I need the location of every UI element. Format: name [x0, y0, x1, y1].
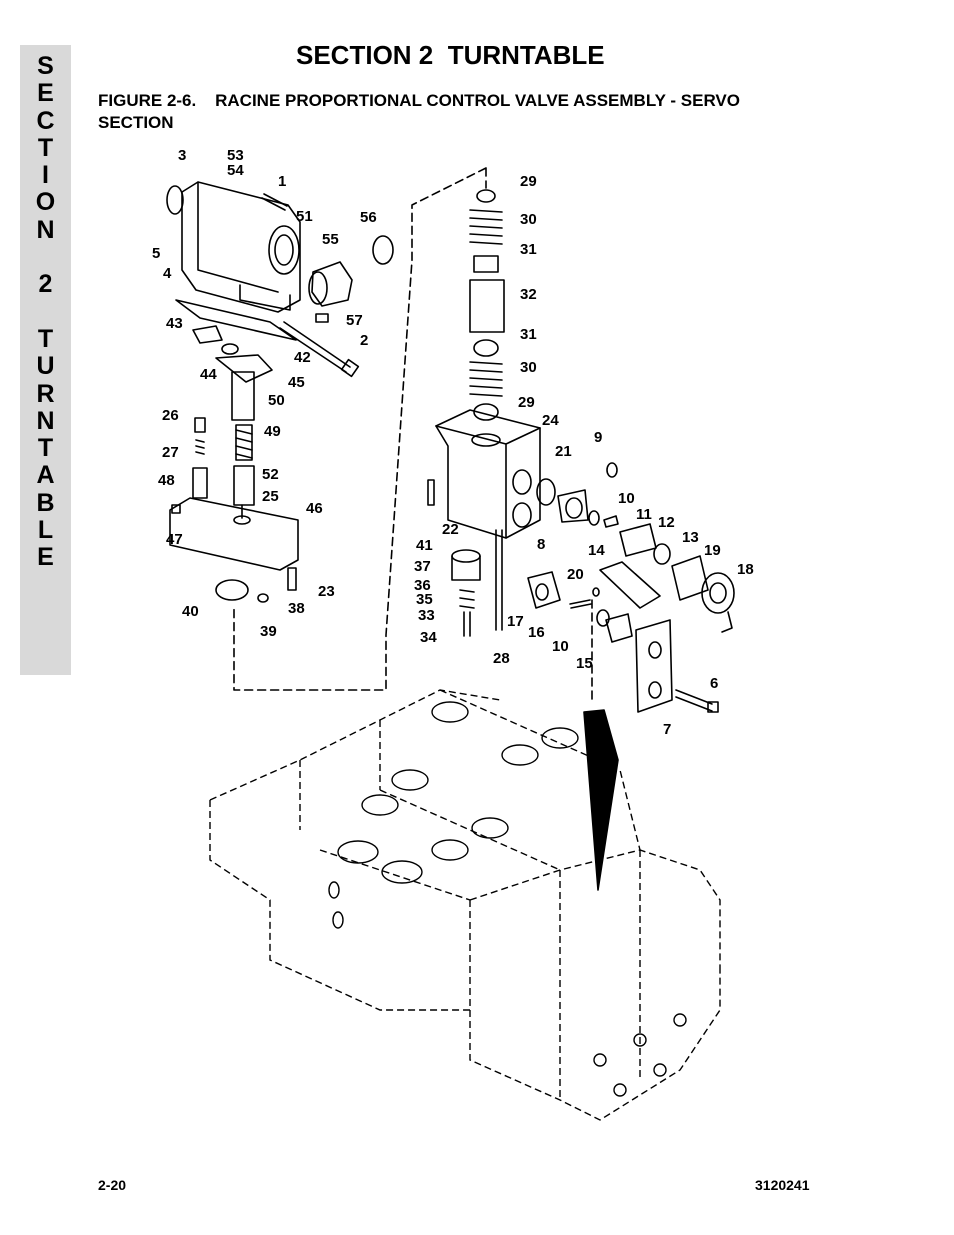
callout-30: 30 [520, 359, 537, 376]
callout-12: 12 [658, 514, 675, 531]
document-number: 3120241 [755, 1177, 810, 1193]
callout-24: 24 [542, 412, 559, 429]
side-tab-letter: 2 [38, 270, 53, 299]
callout-23: 23 [318, 583, 335, 600]
side-tab-letter: T [37, 133, 54, 162]
callout-31: 31 [520, 241, 537, 258]
side-tab-letter: U [36, 352, 55, 381]
callout-19: 19 [704, 542, 721, 559]
callout-50: 50 [268, 392, 285, 409]
callout-33: 33 [418, 607, 435, 624]
callout-51: 51 [296, 208, 313, 225]
callout-47: 47 [166, 531, 183, 548]
side-tab-letter: S [37, 52, 54, 80]
callout-15: 15 [576, 655, 593, 672]
callout-20: 20 [567, 566, 584, 583]
callout-43: 43 [166, 315, 183, 332]
side-tab-letter: A [36, 461, 55, 490]
side-tab-letter: E [37, 79, 54, 108]
callout-53: 53 [227, 147, 244, 164]
callout-17: 17 [507, 613, 524, 630]
callout-3: 3 [178, 147, 186, 164]
side-tab-letter: O [35, 188, 56, 217]
callout-28: 28 [493, 650, 510, 667]
callout-35: 35 [416, 591, 433, 608]
side-tab-letter: R [36, 379, 55, 408]
callout-40: 40 [182, 603, 199, 620]
callout-45: 45 [288, 374, 305, 391]
callout-31: 31 [520, 326, 537, 343]
callout-16: 16 [528, 624, 545, 641]
callout-4: 4 [163, 265, 172, 282]
callout-38: 38 [288, 600, 305, 617]
callout-22: 22 [442, 521, 459, 538]
side-tab-letter: C [36, 106, 55, 135]
callout-2: 2 [360, 332, 368, 349]
callout-10: 10 [552, 638, 569, 655]
callout-46: 46 [306, 500, 323, 517]
callout-42: 42 [294, 349, 311, 366]
callout-26: 26 [162, 407, 179, 424]
callout-29: 29 [520, 173, 537, 190]
callout-21: 21 [555, 443, 572, 460]
callout-13: 13 [682, 529, 699, 546]
callout-25: 25 [262, 488, 279, 505]
side-tab-letter: N [36, 215, 55, 244]
callout-39: 39 [260, 623, 277, 640]
callout-48: 48 [158, 472, 175, 489]
side-tab-letter: I [42, 161, 49, 190]
callout-8: 8 [537, 536, 545, 553]
callout-18: 18 [737, 561, 754, 578]
callout-10: 10 [618, 490, 635, 507]
callout-14: 14 [588, 542, 605, 559]
callout-36: 36 [414, 577, 431, 594]
side-tab-letter: B [36, 488, 55, 517]
callout-27: 27 [162, 444, 179, 461]
side-tab-letter: T [37, 324, 54, 353]
callout-55: 55 [322, 231, 339, 248]
valve-bank-phantom [209, 689, 721, 1121]
callout-30: 30 [520, 211, 537, 228]
callout-1: 1 [278, 173, 286, 190]
callout-54: 54 [227, 162, 244, 179]
callout-9: 9 [594, 429, 602, 446]
callout-52: 52 [262, 466, 279, 483]
valve-bank-ports [328, 701, 687, 1097]
side-tab-letter: L [37, 516, 54, 545]
callout-7: 7 [663, 721, 671, 738]
page-number: 2-20 [98, 1177, 127, 1193]
callout-29: 29 [518, 394, 535, 411]
side-tab-letter: T [37, 434, 54, 463]
callout-6: 6 [710, 675, 718, 692]
callout-11: 11 [636, 506, 652, 523]
callout-56: 56 [360, 209, 377, 226]
callout-34: 34 [420, 629, 437, 646]
callout-32: 32 [520, 286, 537, 303]
callout-49: 49 [264, 423, 281, 440]
callout-57: 57 [346, 312, 363, 329]
section-title: SECTION 2 TURNTABLE [296, 40, 605, 70]
callout-44: 44 [200, 366, 217, 383]
callout-5: 5 [152, 245, 160, 262]
side-tab-letter: N [36, 406, 55, 435]
callout-41: 41 [416, 537, 433, 554]
figure-caption: FIGURE 2-6. RACINE PROPORTIONAL CONTROL … [98, 91, 740, 132]
side-tab-letter: E [37, 543, 54, 572]
callout-37: 37 [414, 558, 431, 575]
diagram-drawing [166, 167, 735, 891]
